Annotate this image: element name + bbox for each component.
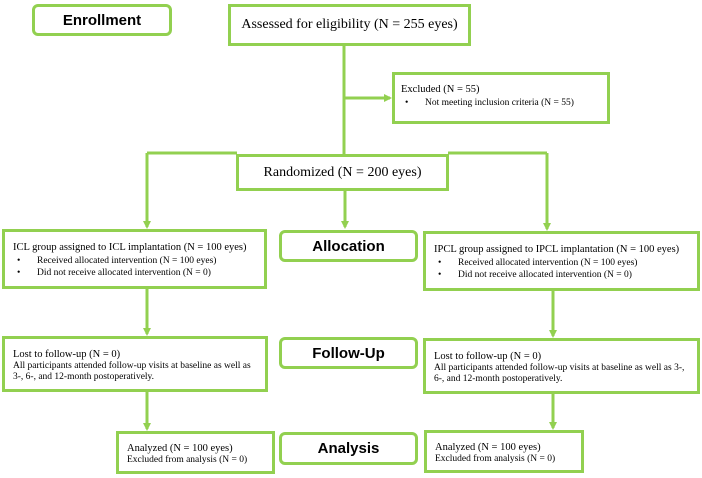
excluded-box: Excluded (N = 55) Not meeting inclusion … — [392, 72, 610, 124]
icl-analysis-box: Analyzed (N = 100 eyes) Excluded from an… — [116, 431, 275, 474]
icl-allocation-item: Did not receive allocated intervention (… — [13, 267, 258, 279]
icl-allocation-box: ICL group assigned to ICL implantation (… — [2, 229, 267, 289]
ipcl-allocation-box: IPCL group assigned to IPCL implantation… — [423, 231, 700, 291]
icl-followup-text: All participants attended follow-up visi… — [13, 361, 251, 382]
stage-enrollment: Enrollment — [32, 4, 172, 36]
stage-allocation-label: Allocation — [312, 237, 385, 255]
ipcl-excluded-analysis: Excluded from analysis (N = 0) — [435, 454, 556, 464]
icl-allocation-title: ICL group assigned to ICL implantation (… — [13, 242, 247, 253]
excluded-list: Not meeting inclusion criteria (N = 55) — [401, 97, 601, 109]
assessed-text: Assessed for eligibility (N = 255 eyes) — [241, 17, 458, 32]
randomized-box: Randomized (N = 200 eyes) — [236, 154, 449, 191]
icl-analyzed: Analyzed (N = 100 eyes) — [127, 443, 233, 454]
icl-excluded-analysis: Excluded from analysis (N = 0) — [127, 455, 248, 465]
ipcl-analyzed: Analyzed (N = 100 eyes) — [435, 442, 541, 453]
ipcl-analysis-box: Analyzed (N = 100 eyes) Excluded from an… — [424, 430, 584, 473]
assessed-box: Assessed for eligibility (N = 255 eyes) — [228, 4, 471, 46]
ipcl-allocation-list: Received allocated intervention (N = 100… — [434, 257, 691, 281]
icl-allocation-list: Received allocated intervention (N = 100… — [13, 255, 258, 279]
ipcl-allocation-title: IPCL group assigned to IPCL implantation… — [434, 244, 680, 255]
stage-analysis: Analysis — [279, 432, 418, 465]
ipcl-followup-title: Lost to follow-up (N = 0) — [434, 351, 542, 362]
stage-follow-up-label: Follow-Up — [312, 344, 385, 362]
excluded-title: Excluded (N = 55) — [401, 84, 480, 95]
randomized-text: Randomized (N = 200 eyes) — [263, 164, 422, 180]
ipcl-followup-text: All participants attended follow-up visi… — [434, 363, 685, 384]
icl-allocation-item: Received allocated intervention (N = 100… — [13, 255, 258, 267]
stage-analysis-label: Analysis — [317, 440, 380, 457]
ipcl-followup-box: Lost to follow-up (N = 0) All participan… — [423, 338, 700, 394]
ipcl-allocation-item: Received allocated intervention (N = 100… — [434, 257, 691, 269]
icl-followup-title: Lost to follow-up (N = 0) — [13, 349, 121, 360]
ipcl-allocation-item: Did not receive allocated intervention (… — [434, 269, 691, 281]
stage-enrollment-label: Enrollment — [62, 11, 142, 29]
excluded-item: Not meeting inclusion criteria (N = 55) — [401, 97, 601, 109]
stage-follow-up: Follow-Up — [279, 337, 418, 369]
stage-allocation: Allocation — [279, 230, 418, 262]
icl-followup-box: Lost to follow-up (N = 0) All participan… — [2, 336, 268, 392]
